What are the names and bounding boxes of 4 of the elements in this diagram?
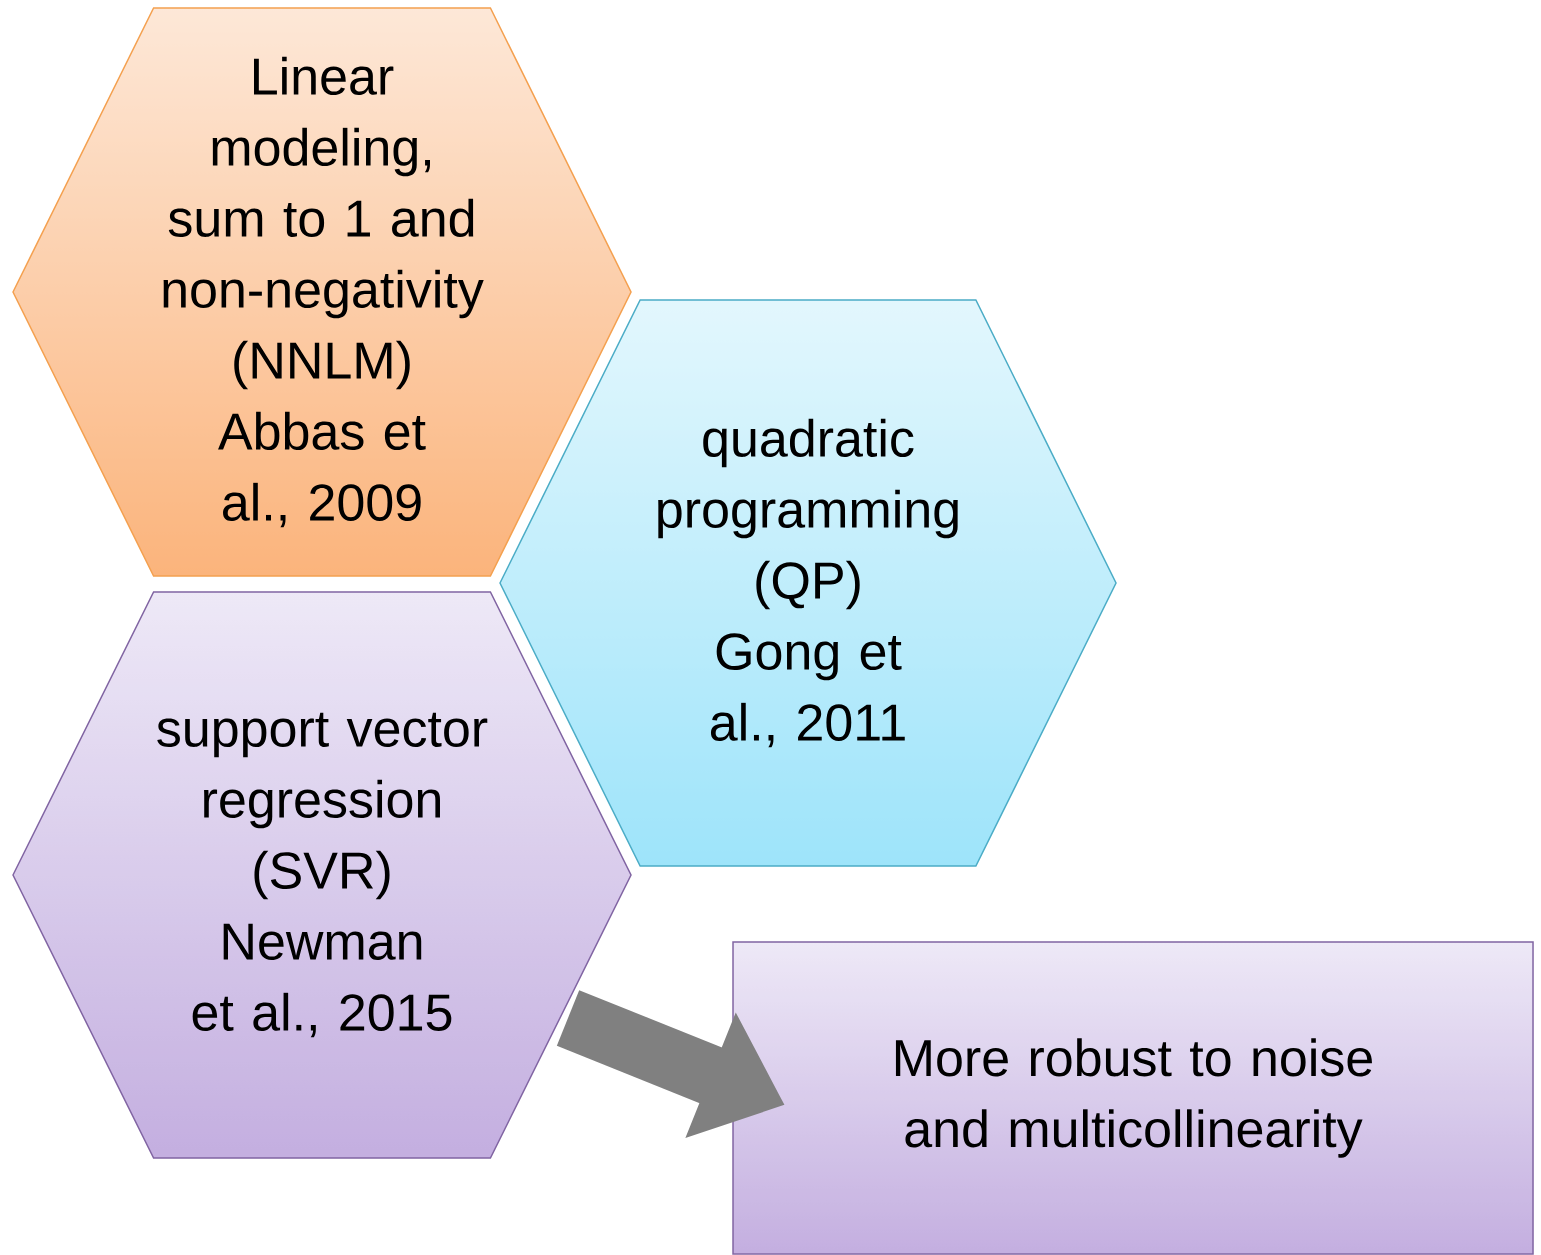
hexagon: Linear modeling, sum to 1 and non-negativity (NNLM) Abbas et al., 2009 — [12, 7, 632, 577]
hexagon: support vector regression (SVR) Newman et al., 2015 — [12, 591, 632, 1159]
hexagon: quadratic programming (QP) Gong et al., 2011 — [499, 299, 1117, 867]
text-box: More robust to noise and multicollinearity — [732, 941, 1534, 1255]
